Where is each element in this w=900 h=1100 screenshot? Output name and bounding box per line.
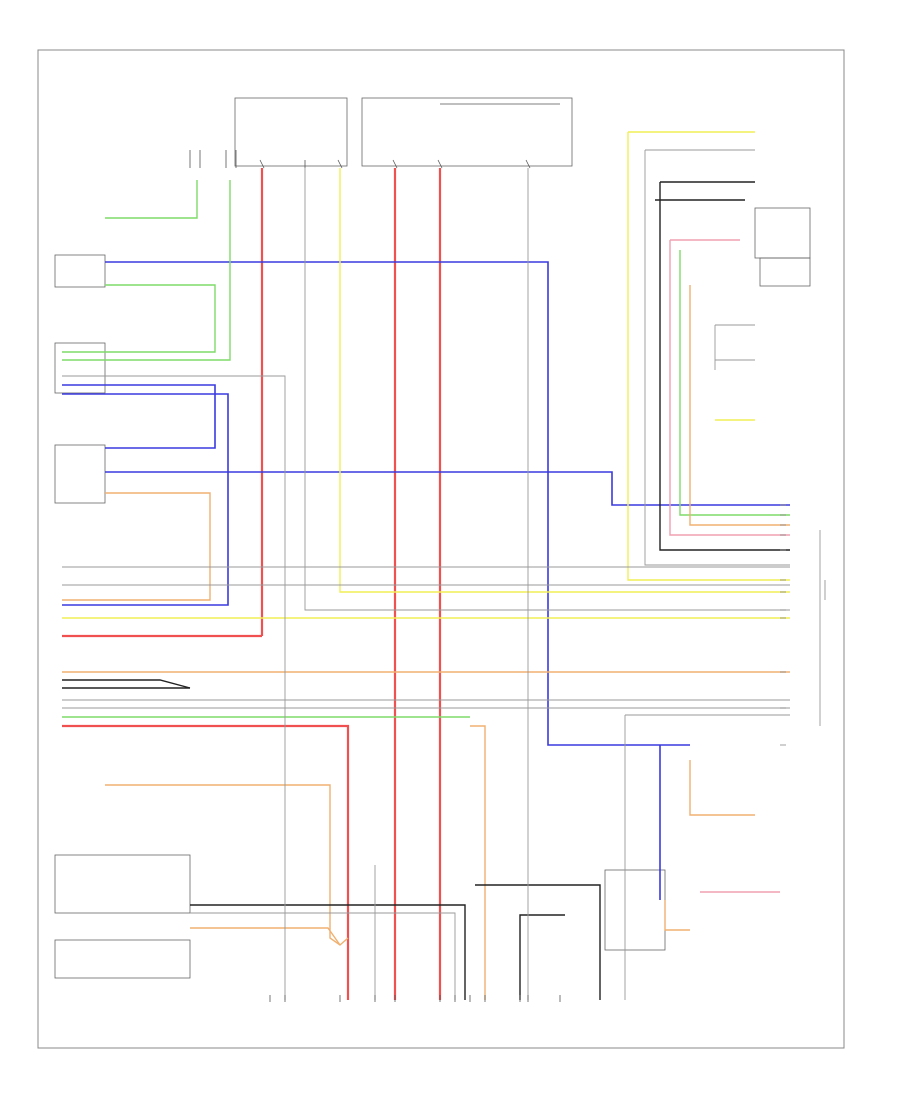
fuse-box-left bbox=[234, 97, 348, 167]
gray-wires bbox=[62, 149, 821, 1000]
ground-module-box bbox=[604, 869, 666, 951]
component-box-right-1 bbox=[754, 207, 811, 259]
component-box-right-2 bbox=[759, 257, 811, 287]
control-module-box-2 bbox=[54, 939, 191, 979]
component-box-2 bbox=[54, 342, 106, 394]
ground-connectors-bottom bbox=[269, 995, 561, 1002]
red-power-wires bbox=[62, 168, 442, 1000]
right-pin-ticks bbox=[780, 504, 826, 746]
green-wires bbox=[62, 180, 790, 718]
component-box-3 bbox=[54, 444, 106, 504]
diagram-frame bbox=[37, 49, 845, 1049]
yellow-wires bbox=[62, 131, 790, 619]
control-module-box-1 bbox=[54, 854, 191, 914]
dark-wires bbox=[62, 181, 790, 1000]
orange-wires bbox=[62, 285, 790, 1000]
fuse-box-center bbox=[361, 97, 573, 167]
blue-wires bbox=[62, 261, 790, 900]
connector-ticks-top bbox=[189, 150, 531, 169]
component-box-1 bbox=[54, 254, 106, 288]
pink-wires bbox=[669, 239, 790, 893]
